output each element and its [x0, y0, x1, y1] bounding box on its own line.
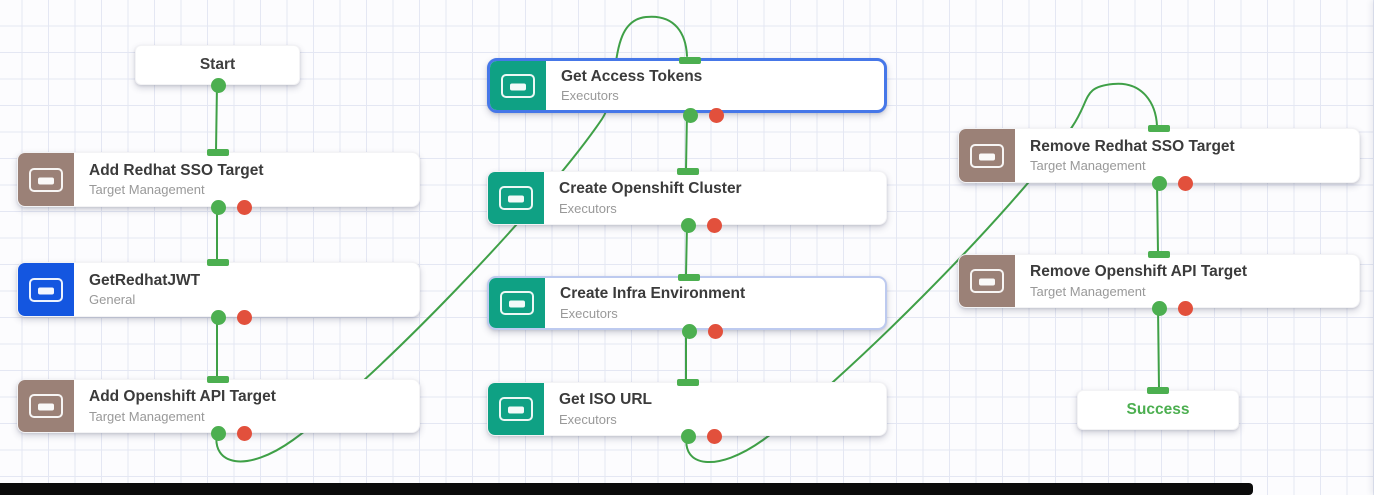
card-icon-glyph — [970, 269, 1004, 293]
node-subtitle: Target Management — [1030, 283, 1146, 299]
failure-port[interactable] — [706, 217, 722, 233]
failure-port[interactable] — [236, 309, 252, 325]
success-port[interactable] — [210, 425, 226, 441]
node-subtitle: General — [89, 292, 136, 308]
card-icon-glyph — [499, 186, 533, 210]
failure-port[interactable] — [706, 428, 722, 444]
workflow-node-success[interactable]: Success — [1077, 387, 1239, 430]
workflow-node-start[interactable]: Start — [135, 45, 300, 93]
card-icon — [18, 380, 74, 432]
card-icon-glyph — [29, 394, 63, 418]
input-connector[interactable] — [1148, 125, 1170, 132]
failure-port[interactable] — [236, 199, 252, 215]
node-title: Success — [1126, 401, 1190, 418]
node-title: Create Openshift Cluster — [559, 180, 742, 198]
edge-create-openshift-cluster-to-create-infra-environment[interactable] — [685, 223, 688, 276]
node-subtitle: Target Management — [1030, 158, 1146, 174]
card-icon-glyph — [499, 397, 533, 421]
card-icon — [959, 255, 1015, 307]
success-port[interactable] — [681, 323, 697, 339]
failure-port[interactable] — [708, 107, 724, 123]
success-port[interactable] — [210, 77, 226, 93]
edge-remove-redhat-sso-target-to-remove-openshift-api-target[interactable] — [1156, 181, 1159, 254]
input-connector[interactable] — [207, 259, 229, 266]
card-icon — [489, 278, 545, 328]
input-connector[interactable] — [207, 376, 229, 383]
canvas-right-gutter — [1374, 0, 1384, 495]
card-icon — [488, 172, 544, 224]
card-icon-glyph — [29, 167, 63, 192]
workflow-node-get-redhat-jwt[interactable]: GetRedhatJWT General — [17, 259, 420, 325]
node-title: Add Redhat SSO Target — [89, 161, 264, 179]
failure-port[interactable] — [236, 425, 252, 441]
node-title: GetRedhatJWT — [89, 271, 201, 289]
success-port[interactable] — [210, 199, 226, 215]
node-title: Remove Redhat SSO Target — [1030, 137, 1235, 155]
window-bottom-edge — [0, 483, 1253, 495]
edge-get-iso-url-to-remove-redhat-sso-target[interactable] — [685, 82, 1158, 463]
card-icon-glyph — [970, 143, 1004, 168]
node-title: Get ISO URL — [559, 391, 653, 409]
input-connector[interactable] — [677, 168, 699, 175]
input-connector[interactable] — [207, 149, 229, 156]
node-title: Get Access Tokens — [561, 67, 703, 85]
card-icon — [488, 383, 544, 435]
failure-port[interactable] — [1177, 300, 1193, 316]
edge-start-to-add-redhat-sso-target[interactable] — [215, 83, 218, 152]
success-port[interactable] — [682, 107, 698, 123]
success-port[interactable] — [210, 309, 226, 325]
input-connector[interactable] — [679, 57, 701, 64]
card-icon — [959, 129, 1015, 182]
node-title: Start — [199, 56, 236, 73]
node-subtitle: Target Management — [89, 182, 205, 198]
success-port[interactable] — [680, 428, 696, 444]
input-connector[interactable] — [1147, 387, 1169, 394]
node-title: Create Infra Environment — [560, 285, 746, 303]
input-connector[interactable] — [677, 379, 699, 386]
workflow-node-get-iso-url[interactable]: Get ISO URL Executors — [487, 379, 887, 444]
input-connector[interactable] — [678, 274, 700, 281]
card-icon — [18, 263, 74, 316]
success-port[interactable] — [1151, 175, 1167, 191]
failure-port[interactable] — [707, 323, 723, 339]
card-icon — [490, 61, 546, 110]
node-subtitle: Executors — [559, 200, 617, 216]
edge-remove-openshift-api-target-to-success[interactable] — [1157, 306, 1160, 389]
success-port[interactable] — [680, 217, 696, 233]
card-icon — [18, 153, 74, 206]
success-port[interactable] — [1151, 300, 1167, 316]
node-text: Get ISO URL Executors — [544, 383, 652, 435]
node-title: Remove Openshift API Target — [1030, 263, 1248, 281]
node-text: GetRedhatJWT General — [74, 263, 200, 316]
failure-port[interactable] — [1177, 175, 1193, 191]
card-icon-glyph — [500, 291, 534, 315]
input-connector[interactable] — [1148, 251, 1170, 258]
card-icon-glyph — [501, 73, 535, 98]
node-subtitle: Executors — [559, 411, 617, 427]
node-subtitle: Executors — [560, 305, 618, 321]
node-subtitle: Target Management — [89, 408, 205, 424]
node-subtitle: Executors — [561, 88, 619, 104]
card-icon-glyph — [29, 277, 63, 302]
node-title: Add Openshift API Target — [89, 388, 276, 406]
